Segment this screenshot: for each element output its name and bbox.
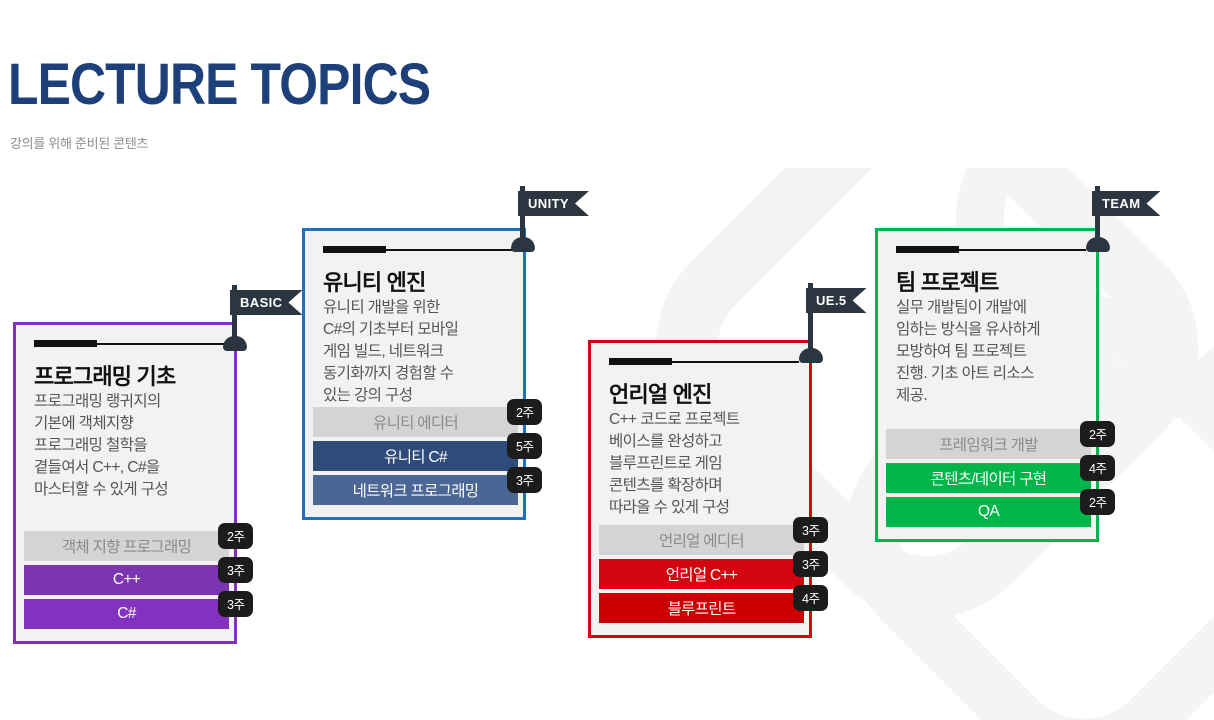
module-bar-label: QA	[978, 503, 1000, 520]
module-bar-label: 네트워크 프로그래밍	[352, 483, 479, 500]
header-background-mask	[0, 0, 1214, 168]
card-title: 팀 프로젝트	[896, 270, 999, 295]
module-week-badge: 2주	[1080, 421, 1116, 447]
pin-pole-icon	[520, 197, 525, 245]
page-subtitle: 강의를 위해 준비된 콘텐츠	[10, 136, 149, 151]
module-bar[interactable]: 네트워크 프로그래밍 3주	[313, 467, 543, 505]
module-bar[interactable]: C# 3주	[24, 591, 254, 629]
module-bar-label: 유니티 C#	[384, 449, 447, 466]
module-bar-label: 객체 지향 프로그래밍	[61, 539, 192, 556]
pin-dot-icon	[808, 283, 813, 288]
module-bar[interactable]: 콘텐츠/데이터 구현 4주	[886, 455, 1116, 493]
module-bar[interactable]: 유니티 C# 5주	[313, 433, 543, 471]
module-week-badge: 3주	[218, 557, 254, 583]
module-week-badge: 3주	[793, 551, 829, 577]
module-bar[interactable]: QA 2주	[886, 489, 1116, 527]
module-bar-label: C#	[117, 605, 136, 622]
card-title: 프로그래밍 기초	[34, 364, 176, 389]
module-bar[interactable]: 프레임워크 개발 2주	[886, 421, 1116, 459]
pin-dot-icon	[520, 186, 525, 191]
pin-pole-icon	[1095, 197, 1100, 245]
module-week-badge: 2주	[1080, 489, 1116, 515]
card-description: 프로그래밍 랭귀지의 기본에 객체지향 프로그래밍 철학을 곁들여서 C++, …	[34, 393, 169, 498]
pin-pole-icon	[232, 296, 237, 344]
module-bar-label: C++	[112, 571, 141, 588]
module-week-badge: 3주	[218, 591, 254, 617]
module-bar-label: 유니티 에디터	[373, 415, 459, 432]
card-description: C++ 코드로 프로젝트 베이스를 완성하고 블루프린트로 게임 콘텐츠를 확장…	[609, 411, 740, 516]
card-flag-text: BASIC	[240, 295, 283, 310]
card-flag-text: UE.5	[816, 293, 847, 308]
card-flag-text: TEAM	[1102, 196, 1141, 211]
card-flag-label: UNITY	[518, 191, 589, 216]
flag-notch-icon	[288, 290, 303, 315]
module-bar[interactable]: 객체 지향 프로그래밍 2주	[24, 523, 254, 561]
module-bar[interactable]: 언리얼 에디터 3주	[599, 517, 829, 555]
module-bar-label: 언리얼 C++	[665, 567, 738, 584]
pin-head-icon	[511, 237, 535, 252]
pin-pole-icon	[808, 294, 813, 356]
pin-head-icon	[223, 336, 247, 351]
module-bar-label: 언리얼 에디터	[659, 533, 745, 550]
module-week-badge: 2주	[218, 523, 254, 549]
module-week-badge: 2주	[507, 399, 543, 425]
pin-head-icon	[1086, 237, 1110, 252]
flag-notch-icon	[1146, 191, 1161, 216]
card-flag-text: UNITY	[528, 196, 569, 211]
module-bar-label: 프레임워크 개발	[939, 437, 1038, 454]
page-title: LECTURE TOPICS	[8, 52, 431, 117]
module-week-badge: 3주	[507, 467, 543, 493]
module-week-badge: 4주	[793, 585, 829, 611]
card-header-rule	[896, 246, 1086, 252]
card-header-rule	[609, 358, 799, 364]
module-bar-label: 콘텐츠/데이터 구현	[930, 471, 1047, 488]
pin-dot-icon	[1095, 186, 1100, 191]
module-bar[interactable]: C++ 3주	[24, 557, 254, 595]
module-bar[interactable]: 유니티 에디터 2주	[313, 399, 543, 437]
card-header-rule	[34, 340, 224, 346]
module-bar[interactable]: 언리얼 C++ 3주	[599, 551, 829, 589]
module-bar[interactable]: 블루프린트 4주	[599, 585, 829, 623]
card-title: 유니티 엔진	[323, 270, 426, 295]
card-flag-label: TEAM	[1092, 191, 1161, 216]
module-bar-label: 블루프린트	[667, 601, 737, 618]
flag-notch-icon	[852, 288, 867, 313]
card-title: 언리얼 엔진	[609, 382, 712, 407]
card-flag-label: BASIC	[230, 290, 303, 315]
flag-notch-icon	[575, 191, 589, 216]
card-description: 실무 개발팀이 개발에 임하는 방식을 유사하게 모방하여 팀 프로젝트 진행.…	[896, 299, 1041, 404]
module-week-badge: 5주	[507, 433, 543, 459]
card-header-rule	[323, 246, 513, 252]
module-week-badge: 4주	[1080, 455, 1116, 481]
card-description: 유니티 개발을 위한 C#의 기초부터 모바일 게임 빌드, 네트워크 동기화까…	[323, 299, 459, 404]
pin-head-icon	[799, 348, 823, 363]
module-week-badge: 3주	[793, 517, 829, 543]
pin-dot-icon	[232, 285, 237, 290]
card-flag-label: UE.5	[806, 288, 867, 313]
